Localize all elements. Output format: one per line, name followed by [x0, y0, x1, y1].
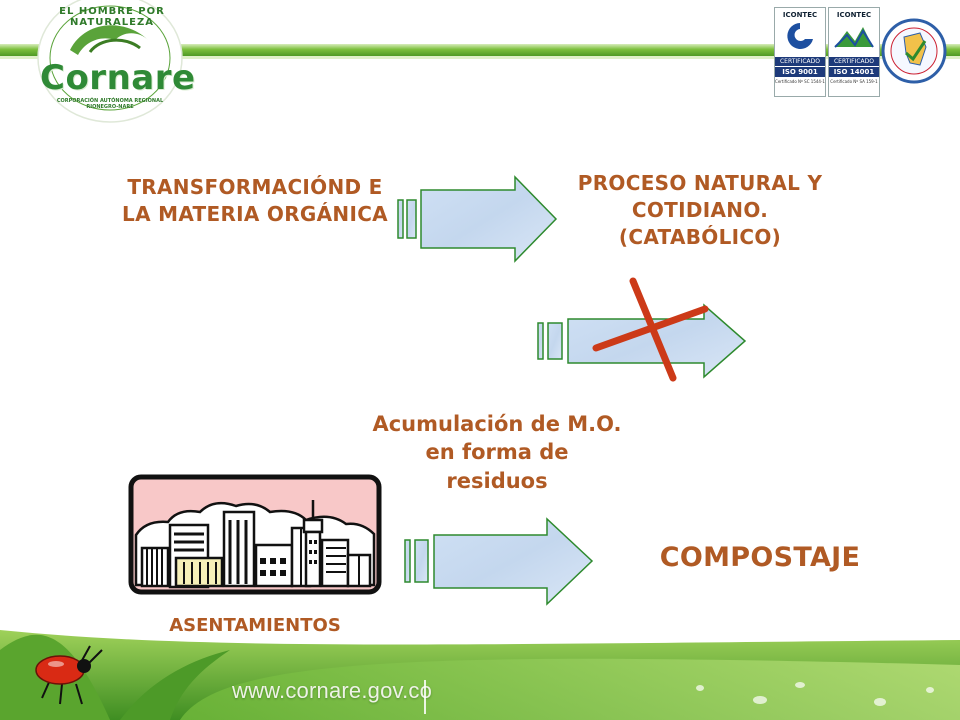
footer-grass-background: [0, 630, 960, 720]
cert-label: CERTIFICADO: [775, 57, 825, 66]
cross-icon: [592, 277, 709, 382]
icontec-environment-icon: [834, 27, 874, 48]
cert-org: ICONTEC: [836, 11, 872, 19]
logo-arc-text: EL HOMBRE POR NATURALEZA: [59, 6, 165, 28]
box-left-text: TRANSFORMACIÓND E LA MATERIA ORGÁNICA: [122, 175, 388, 226]
footer-url[interactable]: www.cornare.gov.co: [232, 678, 433, 703]
icontec-logo-icon: [787, 23, 813, 49]
logo-name: Cornare: [40, 58, 196, 98]
ladybug-icon: [35, 645, 103, 705]
arrow-blocked: [537, 303, 747, 379]
quality-seal-icon: [881, 18, 947, 84]
footer-divider: [424, 680, 426, 714]
cert-standard: ISO 9001: [775, 66, 825, 77]
water-drops: [696, 682, 934, 706]
certification-badge-iso9001: ICONTEC CERTIFICADO ISO 9001 Certificado…: [774, 7, 826, 97]
cornare-logo: EL HOMBRE POR NATURALEZA Cornare CORPORA…: [30, 0, 196, 128]
cert-org: ICONTEC: [782, 11, 818, 19]
header-stripe-shadow: [0, 56, 960, 59]
cornare-emblem: [37, 0, 183, 123]
city-icon: [128, 474, 382, 595]
logo-subtitle: CORPORACIÓN AUTÓNOMA REGIONAL RIONEGRO-N…: [56, 98, 164, 110]
arrow-transformation: [397, 175, 558, 263]
certification-badge-iso14001: ICONTEC CERTIFICADO ISO 14001 Certificad…: [828, 7, 880, 97]
cert-label: CERTIFICADO: [829, 57, 879, 66]
header-banner: [0, 44, 960, 59]
cert-number: Certificado Nº SA 159-1: [830, 79, 878, 84]
result-label: COMPOSTAJE: [659, 542, 861, 573]
header-stripe: [0, 44, 960, 56]
arrow-composting: [404, 517, 594, 606]
cert-number: Certificado Nº SC 1544-1: [775, 79, 825, 84]
accumulation-text: Acumulación de M.O. en forma de residuos: [372, 412, 622, 493]
box-right-text: PROCESO NATURAL Y COTIDIANO. (CATABÓLICO…: [577, 171, 823, 249]
leaf-icon: [70, 25, 148, 55]
cert-standard: ISO 14001: [829, 66, 879, 77]
